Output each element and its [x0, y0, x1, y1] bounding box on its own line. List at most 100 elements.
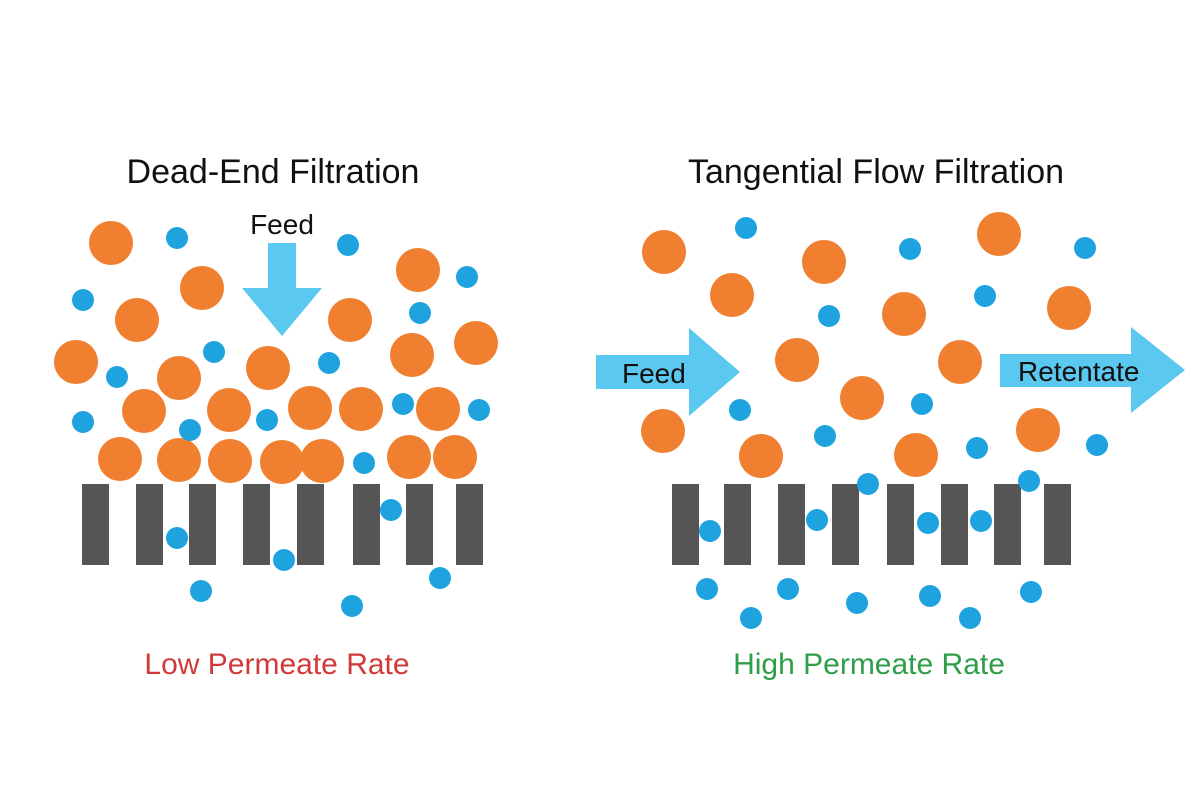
dead-end-retained-particles — [54, 221, 498, 484]
large-particle — [894, 433, 938, 477]
small-particle — [203, 341, 225, 363]
large-particle — [1047, 286, 1091, 330]
small-particle — [392, 393, 414, 415]
dead-end-title: Dead-End Filtration — [127, 153, 420, 191]
large-particle — [390, 333, 434, 377]
tangential-flow-permeate-particles — [696, 217, 1108, 629]
large-particle — [739, 434, 783, 478]
membrane-bar — [994, 484, 1021, 565]
small-particle — [911, 393, 933, 415]
large-particle — [977, 212, 1021, 256]
small-particle — [429, 567, 451, 589]
small-particle — [468, 399, 490, 421]
small-particle — [777, 578, 799, 600]
large-particle — [180, 266, 224, 310]
membrane-bar — [406, 484, 433, 565]
small-particle — [179, 419, 201, 441]
large-particle — [641, 409, 685, 453]
large-particle — [339, 387, 383, 431]
small-particle — [1020, 581, 1042, 603]
large-particle — [208, 439, 252, 483]
small-particle — [256, 409, 278, 431]
large-particle — [1016, 408, 1060, 452]
small-particle — [735, 217, 757, 239]
dead-end-permeate-particles — [72, 227, 490, 617]
large-particle — [802, 240, 846, 284]
large-particle — [882, 292, 926, 336]
small-particle — [974, 285, 996, 307]
large-particle — [387, 435, 431, 479]
large-particle — [642, 230, 686, 274]
large-particle — [938, 340, 982, 384]
tangential-flow-feed-label: Feed — [622, 358, 686, 389]
arrow-right-icon — [1000, 327, 1185, 413]
tangential-flow-panel: Tangential Flow Filtration Feed Retentat… — [596, 153, 1185, 681]
dead-end-panel: Dead-End Filtration Feed Low Permeate Ra… — [54, 153, 498, 681]
small-particle — [409, 302, 431, 324]
large-particle — [775, 338, 819, 382]
small-particle — [341, 595, 363, 617]
small-particle — [72, 411, 94, 433]
arrow-down-icon — [242, 243, 322, 336]
small-particle — [166, 527, 188, 549]
membrane-bar — [832, 484, 859, 565]
small-particle — [959, 607, 981, 629]
small-particle — [1086, 434, 1108, 456]
large-particle — [454, 321, 498, 365]
membrane-bar — [82, 484, 109, 565]
low-permeate-rate-label: Low Permeate Rate — [144, 648, 409, 681]
small-particle — [353, 452, 375, 474]
membrane-bar — [189, 484, 216, 565]
large-particle — [840, 376, 884, 420]
large-particle — [89, 221, 133, 265]
large-particle — [157, 356, 201, 400]
arrow-right-icon — [596, 328, 740, 416]
tangential-flow-membrane — [672, 484, 1071, 565]
small-particle — [318, 352, 340, 374]
large-particle — [416, 387, 460, 431]
membrane-bar — [672, 484, 699, 565]
membrane-bar — [353, 484, 380, 565]
small-particle — [740, 607, 762, 629]
large-particle — [433, 435, 477, 479]
membrane-bar — [941, 484, 968, 565]
small-particle — [966, 437, 988, 459]
large-particle — [98, 437, 142, 481]
large-particle — [288, 386, 332, 430]
small-particle — [729, 399, 751, 421]
small-particle — [806, 509, 828, 531]
small-particle — [380, 499, 402, 521]
large-particle — [54, 340, 98, 384]
small-particle — [1018, 470, 1040, 492]
small-particle — [190, 580, 212, 602]
membrane-bar — [724, 484, 751, 565]
small-particle — [337, 234, 359, 256]
high-permeate-rate-label: High Permeate Rate — [733, 648, 1005, 681]
membrane-bar — [887, 484, 914, 565]
small-particle — [818, 305, 840, 327]
membrane-bar — [136, 484, 163, 565]
membrane-bar — [456, 484, 483, 565]
small-particle — [919, 585, 941, 607]
tangential-flow-title: Tangential Flow Filtration — [688, 153, 1064, 191]
small-particle — [696, 578, 718, 600]
large-particle — [246, 346, 290, 390]
large-particle — [300, 439, 344, 483]
small-particle — [846, 592, 868, 614]
large-particle — [328, 298, 372, 342]
large-particle — [260, 440, 304, 484]
dead-end-membrane — [82, 484, 483, 565]
small-particle — [106, 366, 128, 388]
small-particle — [166, 227, 188, 249]
small-particle — [273, 549, 295, 571]
membrane-bar — [778, 484, 805, 565]
small-particle — [699, 520, 721, 542]
large-particle — [157, 438, 201, 482]
dead-end-feed-label: Feed — [250, 209, 314, 240]
small-particle — [917, 512, 939, 534]
retentate-label: Retentate — [1018, 356, 1139, 387]
small-particle — [72, 289, 94, 311]
membrane-bar — [1044, 484, 1071, 565]
membrane-bar — [243, 484, 270, 565]
